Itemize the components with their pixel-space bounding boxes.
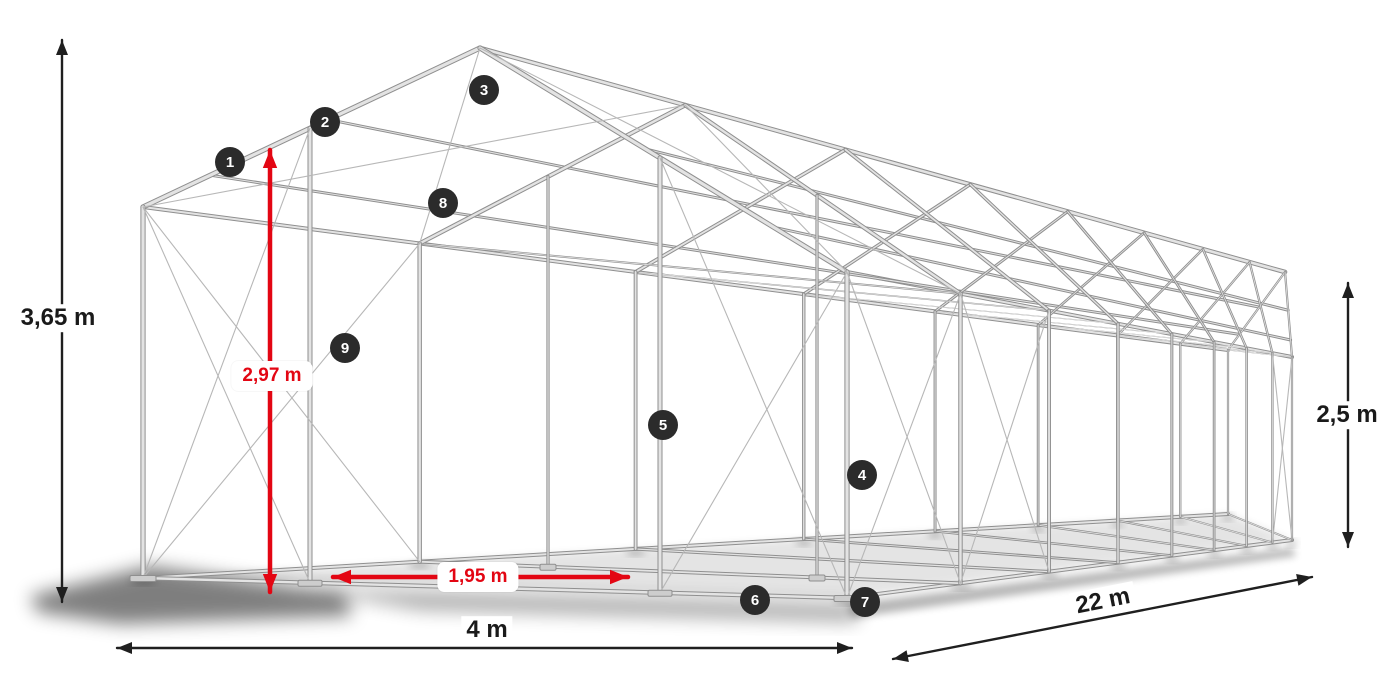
marker-7[interactable]: 7 [850,587,880,617]
marker-5[interactable]: 5 [648,410,678,440]
marker-4[interactable]: 4 [847,460,877,490]
arrow-length [891,573,1314,663]
dim-width-label: 4 m [461,616,513,644]
dim-passage-width-label: 1,95 m [437,562,519,592]
dim-total-height-label: 3,65 m [15,304,101,332]
frame-tubes [129,45,1294,602]
dim-side-height-label: 2,5 m [1311,401,1383,429]
marker-8[interactable]: 8 [428,188,458,218]
marker-2[interactable]: 2 [310,107,340,137]
dim-passage-height-label: 2,97 m [231,361,313,391]
marker-6[interactable]: 6 [740,585,770,615]
marker-3[interactable]: 3 [469,75,499,105]
marker-9[interactable]: 9 [330,333,360,363]
arrow-width [115,642,854,654]
marker-1[interactable]: 1 [215,147,245,177]
